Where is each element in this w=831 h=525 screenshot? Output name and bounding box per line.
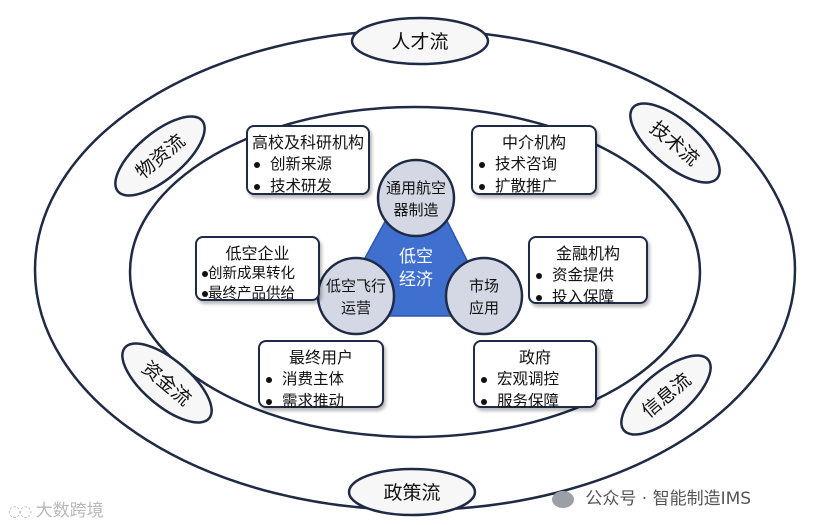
list-item: 宏观调控 [475,368,595,390]
list-item: 投入保障 [530,286,646,308]
watermark-right-text: 公众号 · 智能制造IMS [585,489,752,509]
bubble-market-line1: 市场 [469,277,499,295]
box-finance-title: 金融机构 [555,244,620,263]
bubble-manufacturing-line2: 器制造 [393,201,438,219]
box-enterprise: 低空企业 创新成果转化 最终产品供给 [195,236,320,304]
bullet-icon [254,184,260,190]
bullet-icon [254,162,260,168]
flow-material: 物资流 [114,115,206,197]
bubble-operation-line2: 运营 [341,299,371,317]
box-intermediary: 中介机构 技术咨询 扩散推广 [471,125,597,195]
box-government: 政府 宏观调控 服务保障 [473,340,597,410]
bubble-market: 市场 应用 [444,256,524,336]
box-end-user-title: 最终用户 [288,348,353,367]
list-item: 最终产品供给 [202,284,318,304]
list-item: 资金提供 [530,264,646,286]
list-item: 技术研发 [248,175,368,197]
watermark-right: 公众号 · 智能制造IMS [552,484,751,509]
watermark-left-text: 大数跨境 [35,501,104,521]
bullet-icon [536,295,542,301]
bubble-operation: 低空飞行 运营 [316,256,396,336]
center-label-line2: 经济 [399,270,433,290]
box-finance: 金融机构 资金提供 投入保障 [528,236,648,306]
bubble-operation-line1: 低空飞行 [326,277,386,295]
list-item: 消费主体 [260,368,382,390]
list-item: 扩散推广 [473,175,595,197]
list-item: 创新成果转化 [202,264,318,284]
wechat-icon [552,490,574,508]
bullet-icon [202,271,208,277]
bullet-icon [481,399,487,405]
flow-talent: 人才流 [350,16,490,66]
bullet-icon [536,273,542,279]
bullet-icon [479,162,485,168]
center-label-line1: 低空 [399,247,433,267]
list-item: 服务保障 [475,390,595,412]
bullet-icon [481,377,487,383]
watermark-logo-icon: ◌◌ [8,502,32,520]
list-item: 技术咨询 [473,153,595,175]
box-universities-title: 高校及科研机构 [251,133,364,152]
bubble-manufacturing-line1: 通用航空 [386,179,446,197]
watermark-left: ◌◌ 大数跨境 [8,496,104,521]
bullet-icon [479,184,485,190]
list-item: 需求推动 [260,390,382,412]
flow-talent-label: 人才流 [391,31,448,53]
bullet-icon [266,399,272,405]
flow-policy: 政策流 [347,467,477,517]
box-universities: 高校及科研机构 创新来源 技术研发 [246,125,370,195]
box-enterprise-title: 低空企业 [225,244,290,263]
bullet-icon [202,291,208,297]
flow-policy-label: 政策流 [383,482,440,504]
box-end-user: 最终用户 消费主体 需求推动 [258,340,384,410]
box-government-title: 政府 [518,348,551,367]
list-item: 创新来源 [248,153,368,175]
box-intermediary-title: 中介机构 [501,133,566,152]
bubble-manufacturing: 通用航空 器制造 [376,158,456,238]
bullet-icon [266,377,272,383]
bubble-market-line2: 应用 [469,299,499,317]
